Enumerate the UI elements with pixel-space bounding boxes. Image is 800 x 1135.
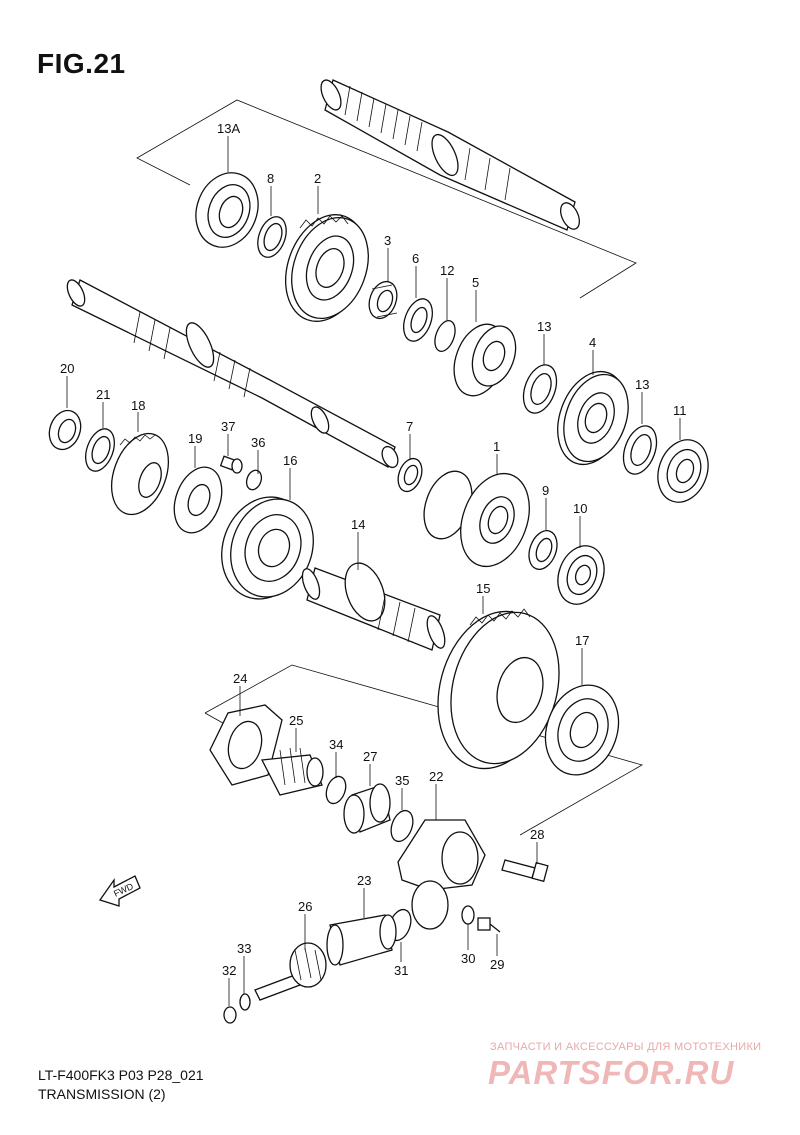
gear-15 <box>437 608 560 770</box>
bearing-11 <box>657 439 709 503</box>
clip-32 <box>223 1006 237 1024</box>
bushing-27 <box>343 783 391 834</box>
callout-35: 35 <box>395 773 409 788</box>
callout-16: 16 <box>283 453 297 468</box>
callout-11: 11 <box>673 403 687 418</box>
callout-33: 33 <box>237 941 251 956</box>
callout-15: 15 <box>476 581 490 596</box>
washer-8 <box>257 216 287 258</box>
callout-2: 2 <box>314 171 321 186</box>
callout-32: 32 <box>222 963 236 978</box>
callout-24: 24 <box>233 671 247 686</box>
callout-8: 8 <box>267 171 274 186</box>
gear-4 <box>557 370 629 466</box>
callout-22: 22 <box>429 769 443 784</box>
callout-12: 12 <box>440 263 454 278</box>
gear-5 <box>453 323 517 397</box>
callout-9: 9 <box>542 483 549 498</box>
callout-3: 3 <box>384 233 391 248</box>
callout-30: 30 <box>461 951 475 966</box>
washer-21 <box>85 428 115 472</box>
callout-6: 6 <box>412 251 419 266</box>
callout-29: 29 <box>490 957 504 972</box>
housing-22 <box>397 819 486 930</box>
callout-10: 10 <box>573 501 587 516</box>
callout-20: 20 <box>60 361 74 376</box>
callout-27: 27 <box>363 749 377 764</box>
callout-31: 31 <box>394 963 408 978</box>
diagram-code: LT-F400FK3 P03 P28_021 <box>38 1067 204 1083</box>
callout-28: 28 <box>530 827 544 842</box>
bearing-13a <box>195 172 259 248</box>
bolt-37 <box>219 455 243 474</box>
callout-25: 25 <box>289 713 303 728</box>
circlip-12 <box>434 320 456 352</box>
driveshaft <box>66 279 399 469</box>
gear-1 <box>423 470 530 568</box>
bearing-17 <box>544 684 620 776</box>
callout-21: 21 <box>96 387 110 402</box>
callout-34: 34 <box>329 737 343 752</box>
callout-5: 5 <box>472 275 479 290</box>
bearing-10 <box>557 545 605 605</box>
callout-13-upper: 13 <box>537 319 551 334</box>
o-ring-34 <box>325 775 347 805</box>
fwd-direction-arrow: FWD <box>98 875 141 907</box>
oil-seal-20 <box>48 409 82 451</box>
callout-13a: 13A <box>217 121 240 136</box>
output-shaft-14 <box>301 562 446 651</box>
washer-30 <box>461 905 475 925</box>
watermark-tagline: ЗАПЧАСТИ И АКСЕССУАРЫ ДЛЯ МОТОТЕХНИКИ <box>490 1041 762 1053</box>
watermark-logo: PARTSFOR.RU <box>488 1054 735 1091</box>
callout-23: 23 <box>357 873 371 888</box>
washer-6 <box>403 298 433 342</box>
gear-18 <box>111 432 169 516</box>
gear-25 <box>260 747 324 796</box>
gear-2 <box>284 214 369 322</box>
washer-7 <box>397 457 423 493</box>
callout-37: 37 <box>221 419 235 434</box>
callout-17: 17 <box>575 633 589 648</box>
callout-19: 19 <box>188 431 202 446</box>
bushing-23 <box>326 914 397 966</box>
washer-33 <box>239 993 251 1011</box>
countershaft <box>320 79 581 231</box>
callout-14: 14 <box>351 517 365 532</box>
washer-9 <box>528 530 558 570</box>
washer-36 <box>245 469 263 491</box>
callout-13-lower: 13 <box>635 377 649 392</box>
callout-4: 4 <box>589 335 596 350</box>
o-ring-35 <box>390 809 414 843</box>
callout-1: 1 <box>493 439 500 454</box>
callout-36: 36 <box>251 435 265 450</box>
bushing-3 <box>368 280 398 320</box>
washer-13-upper <box>522 364 558 414</box>
callout-26: 26 <box>298 899 312 914</box>
bearing-16 <box>221 496 314 600</box>
upper-shaft-group-outline <box>136 99 637 299</box>
callout-7: 7 <box>406 419 413 434</box>
gear-26 <box>254 942 327 1001</box>
screw-29 <box>477 917 501 933</box>
washer-19 <box>173 466 223 534</box>
figure-title: FIG.21 <box>37 48 126 79</box>
diagram-name: TRANSMISSION (2) <box>38 1086 166 1102</box>
washer-13-lower <box>622 425 658 475</box>
bolt-28 <box>501 859 549 883</box>
callout-18: 18 <box>131 398 145 413</box>
